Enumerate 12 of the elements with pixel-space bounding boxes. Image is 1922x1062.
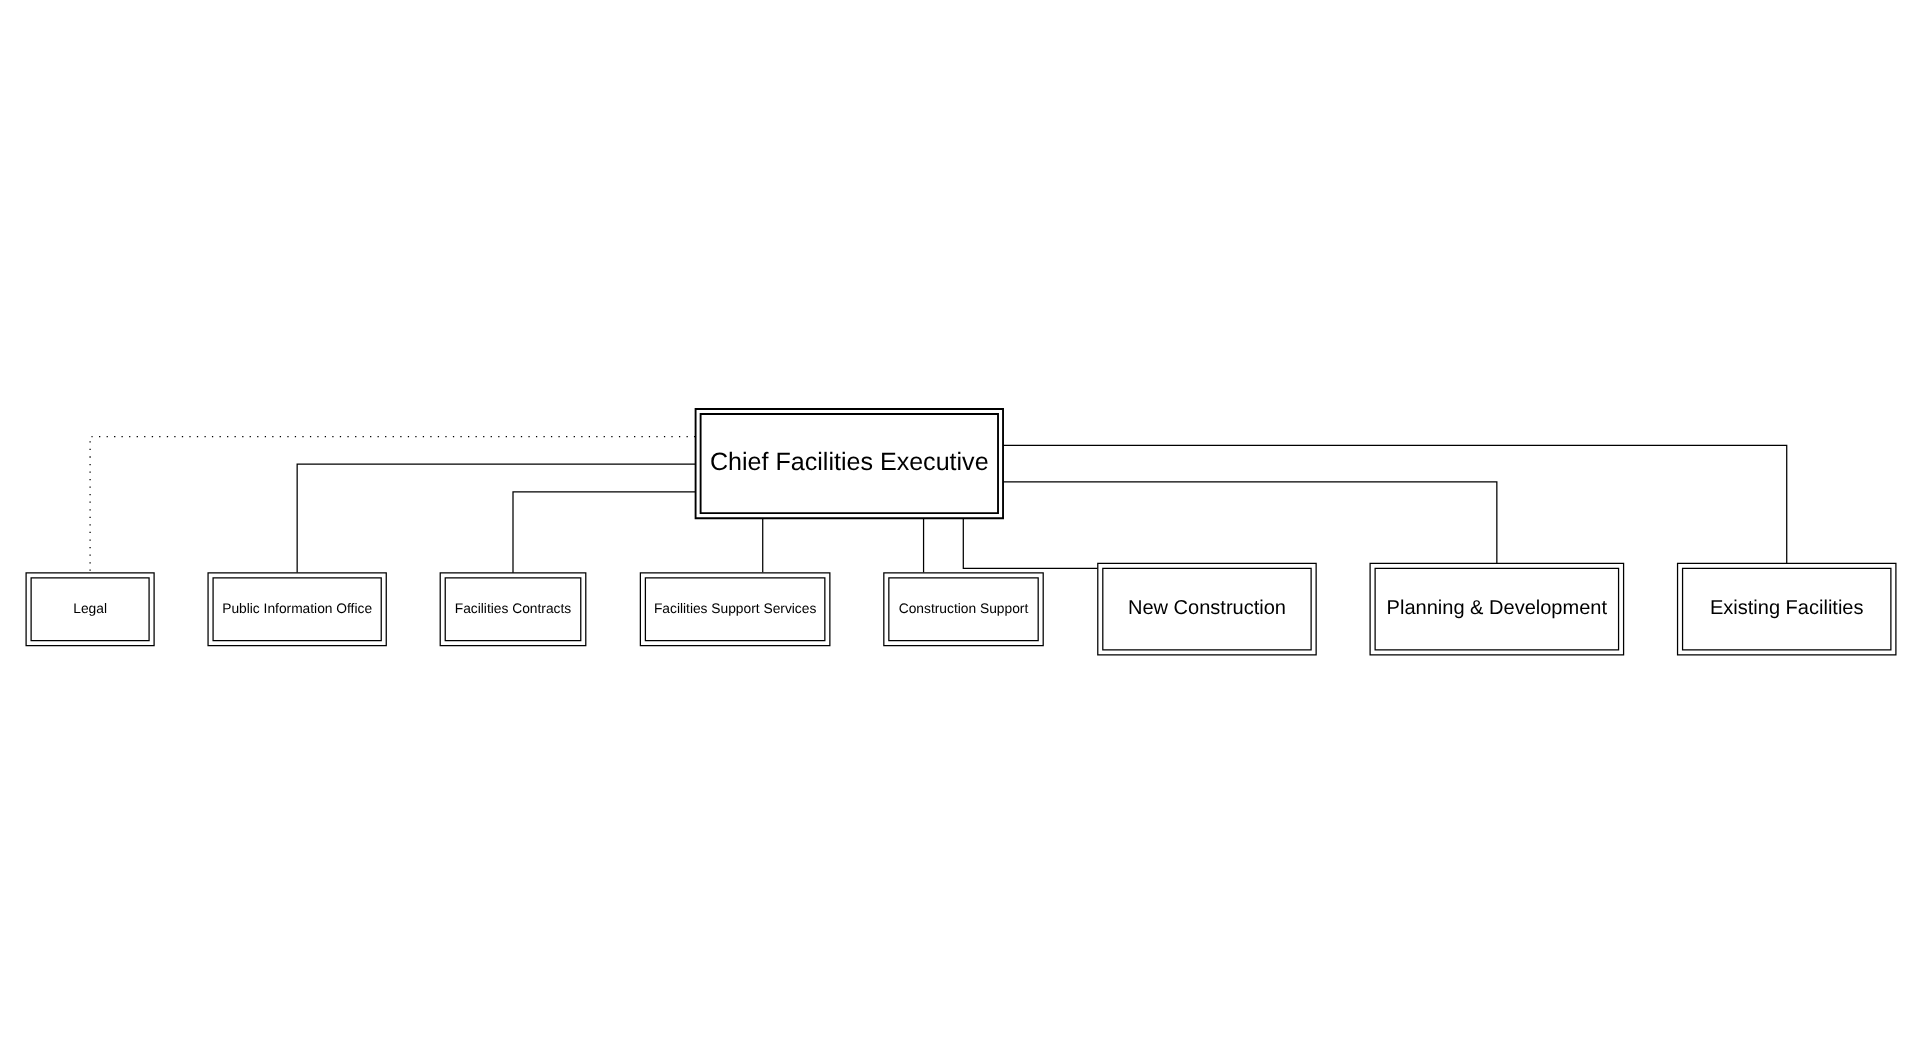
connector bbox=[1002, 480, 1498, 563]
connector bbox=[1002, 443, 1788, 563]
connector bbox=[512, 490, 697, 573]
connector bbox=[922, 516, 925, 572]
node-box: Planning & Development bbox=[1369, 561, 1625, 655]
node-box: Chief Facilities Executive bbox=[694, 407, 1004, 519]
node-box: Existing Facilities bbox=[1676, 561, 1897, 655]
node-box: New Construction bbox=[1097, 561, 1317, 655]
connector bbox=[296, 462, 697, 573]
connector bbox=[762, 516, 764, 572]
connector bbox=[962, 516, 1099, 568]
connector bbox=[89, 435, 696, 573]
